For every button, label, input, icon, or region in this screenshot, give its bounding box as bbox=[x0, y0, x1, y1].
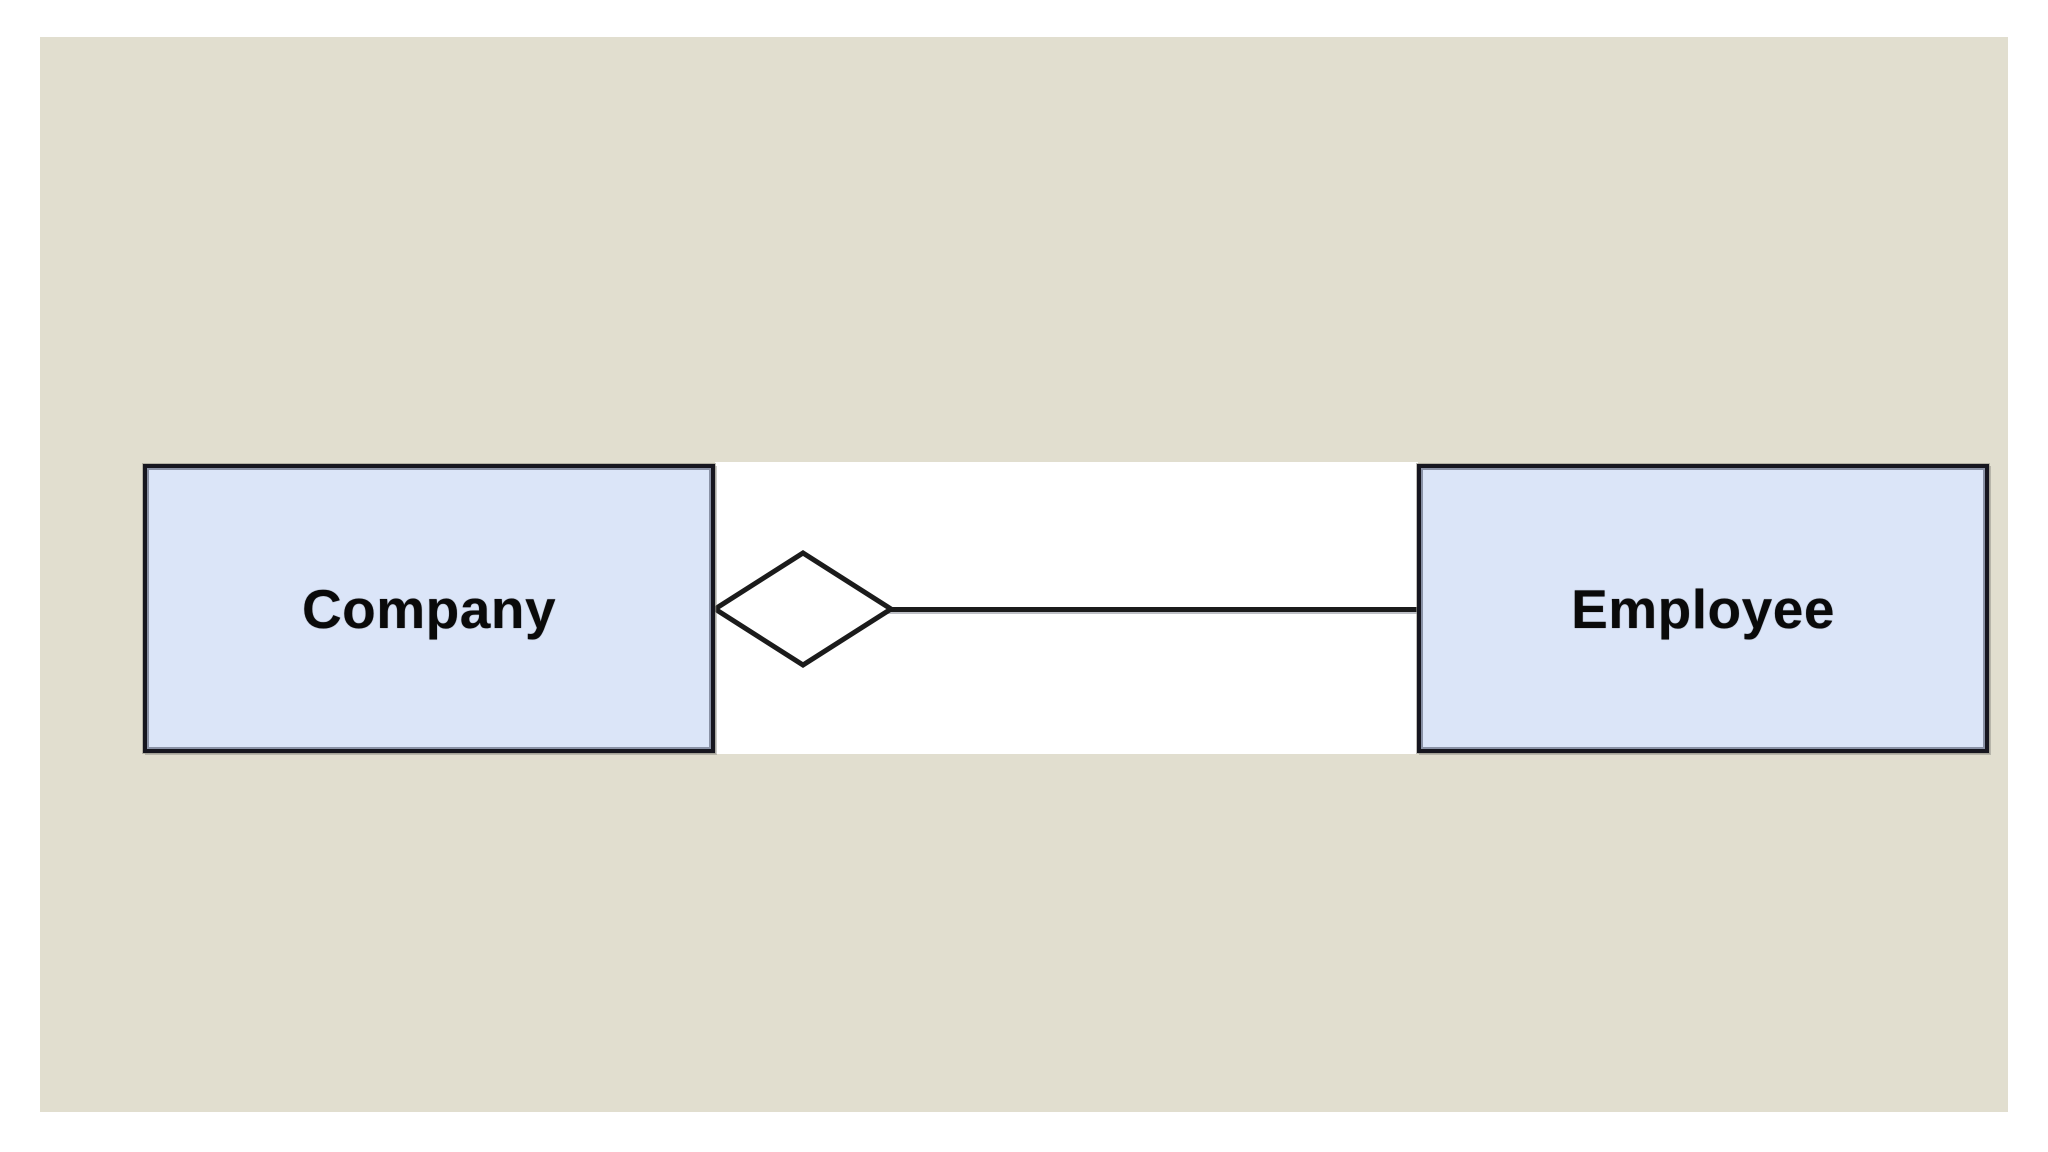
entity-employee-label: Employee bbox=[1571, 577, 1835, 640]
aggregation-diamond-icon bbox=[711, 549, 895, 669]
entity-company-label: Company bbox=[301, 577, 557, 640]
diagram-canvas: Company Employee bbox=[40, 37, 2008, 1112]
entity-employee: Employee bbox=[1417, 464, 1989, 753]
entity-company: Company bbox=[143, 464, 715, 753]
relationship-line bbox=[888, 607, 1419, 612]
